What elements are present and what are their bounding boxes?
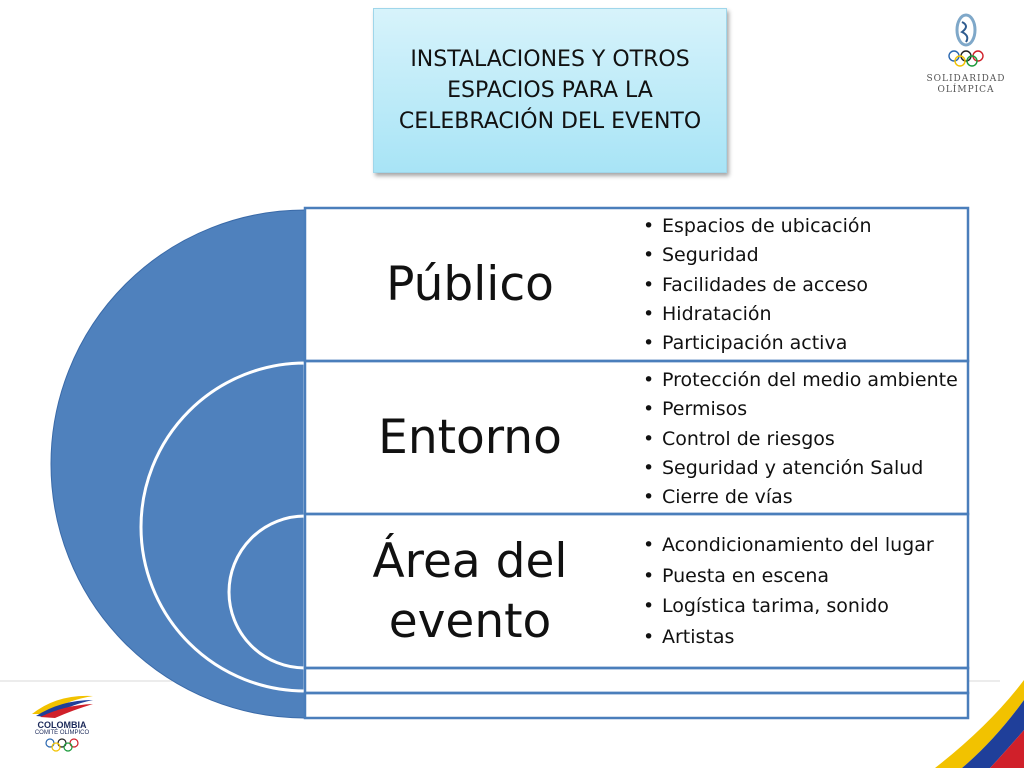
solidaridad-olimpica-logo: SOLIDARIDAD OLÍMPICA xyxy=(918,10,1014,105)
row-items-publico: Espacios de ubicación Seguridad Facilida… xyxy=(643,212,965,359)
olympic-rings-icon xyxy=(45,738,79,752)
colombia-comite-olimpico-logo: COLOMBIA COMITÉ OLÍMPICO xyxy=(22,690,102,760)
title-text: INSTALACIONES Y OTROS ESPACIOS PARA LA C… xyxy=(398,47,702,134)
row-items-area-del-evento: Acondicionamiento del lugar Puesta en es… xyxy=(643,530,965,652)
list-item: Logística tarima, sonido xyxy=(643,591,965,622)
list-item: Seguridad xyxy=(643,241,965,271)
logo-left-sub: COMITÉ OLÍMPICO xyxy=(34,730,90,736)
row-label-area-del-evento: Área del evento xyxy=(372,534,568,649)
list-item: Protección del medio ambiente xyxy=(643,366,965,396)
row-label-entorno: Entorno xyxy=(378,410,562,465)
list-item: Hidratación xyxy=(643,300,965,330)
flag-stripe-blue xyxy=(962,700,1024,768)
olympic-rings-emblem-icon xyxy=(948,13,984,67)
list-item: Acondicionamiento del lugar xyxy=(643,530,965,561)
row-items-entorno: Protección del medio ambiente Permisos C… xyxy=(643,366,965,513)
flag-stripe-yellow xyxy=(935,680,1024,768)
row-label-publico: Público xyxy=(386,257,554,312)
list-item: Cierre de vías xyxy=(643,483,965,513)
row-frame-5 xyxy=(303,691,970,720)
list-item: Artistas xyxy=(643,622,965,653)
list-item: Espacios de ubicación xyxy=(643,212,965,242)
colombia-flag-swoosh-icon xyxy=(32,695,93,718)
flag-stripe-red xyxy=(990,730,1024,768)
list-item: Control de riesgos xyxy=(643,425,965,455)
inner-arc xyxy=(227,514,307,670)
list-item: Puesta en escena xyxy=(643,561,965,592)
list-item: Permisos xyxy=(643,395,965,425)
logo-right-name: SOLIDARIDAD OLÍMPICA xyxy=(926,74,1006,95)
logo-left-name: COLOMBIA xyxy=(37,720,87,730)
list-item: Facilidades de acceso xyxy=(643,271,965,301)
title-box: INSTALACIONES Y OTROS ESPACIOS PARA LA C… xyxy=(373,8,727,173)
list-item: Participación activa xyxy=(643,329,965,359)
list-item: Seguridad y atención Salud xyxy=(643,454,965,484)
